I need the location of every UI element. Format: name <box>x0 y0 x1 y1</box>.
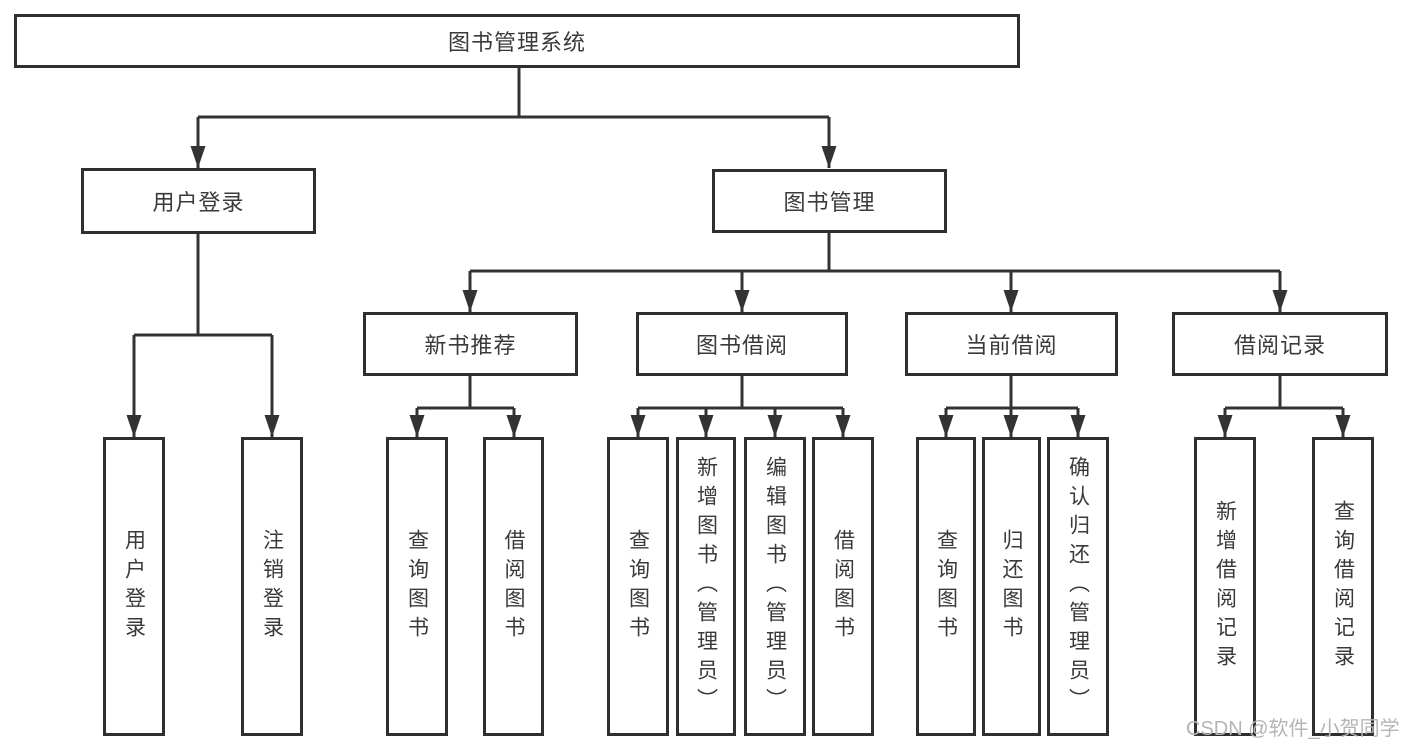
leaf-borrow-book-2: 借阅图书 <box>812 437 874 736</box>
leaf-add-borrow-record-label: 新增借阅记录 <box>1213 499 1237 674</box>
leaf-query-book-1-label: 查询图书 <box>405 528 429 645</box>
leaf-query-book-2: 查询图书 <box>607 437 669 736</box>
leaf-add-book-label: 新增图书（管理员） <box>694 456 718 717</box>
leaf-edit-book-label: 编辑图书（管理员） <box>763 456 787 717</box>
node-user-login-label: 用户登录 <box>152 190 245 215</box>
leaf-logout-label: 注销登录 <box>260 528 284 645</box>
csdn-watermark: CSDN @软件_小贺同学 <box>1186 718 1400 740</box>
leaf-add-book: 新增图书（管理员） <box>676 437 736 736</box>
node-user-login-branch: 用户登录 <box>81 168 316 234</box>
leaf-user-login-label: 用户登录 <box>122 528 146 645</box>
leaf-return-book-label: 归还图书 <box>1000 528 1023 645</box>
node-borrow-record-label: 借阅记录 <box>1233 333 1326 358</box>
leaf-query-book-2-label: 查询图书 <box>626 528 650 645</box>
node-borrow-record: 借阅记录 <box>1172 312 1388 376</box>
node-book-management-branch: 图书管理 <box>712 169 947 233</box>
node-current-borrow-label: 当前借阅 <box>965 333 1058 358</box>
leaf-user-login: 用户登录 <box>103 437 165 736</box>
leaf-query-book-3: 查询图书 <box>916 437 976 736</box>
leaf-query-book-3-label: 查询图书 <box>934 528 958 645</box>
leaf-logout: 注销登录 <box>241 437 303 736</box>
node-new-book-recommend: 新书推荐 <box>363 312 578 376</box>
leaf-edit-book: 编辑图书（管理员） <box>744 437 806 736</box>
leaf-borrow-book-1: 借阅图书 <box>483 437 544 736</box>
node-book-management-label: 图书管理 <box>783 190 876 215</box>
leaf-confirm-return-label: 确认归还（管理员） <box>1066 456 1090 717</box>
node-root-label: 图书管理系统 <box>447 30 586 55</box>
leaf-return-book: 归还图书 <box>982 437 1041 736</box>
node-book-borrow: 图书借阅 <box>636 312 848 376</box>
leaf-query-borrow-record-label: 查询借阅记录 <box>1331 499 1355 674</box>
node-new-book-recommend-label: 新书推荐 <box>424 333 517 358</box>
leaf-confirm-return: 确认归还（管理员） <box>1047 437 1109 736</box>
node-current-borrow: 当前借阅 <box>905 312 1118 376</box>
leaf-query-book-1: 查询图书 <box>386 437 448 736</box>
leaf-add-borrow-record: 新增借阅记录 <box>1194 437 1256 736</box>
leaf-query-borrow-record: 查询借阅记录 <box>1312 437 1374 736</box>
node-book-borrow-label: 图书借阅 <box>695 333 788 358</box>
leaf-borrow-book-1-label: 借阅图书 <box>502 528 525 645</box>
leaf-borrow-book-2-label: 借阅图书 <box>831 528 855 645</box>
node-root-system: 图书管理系统 <box>14 14 1020 68</box>
